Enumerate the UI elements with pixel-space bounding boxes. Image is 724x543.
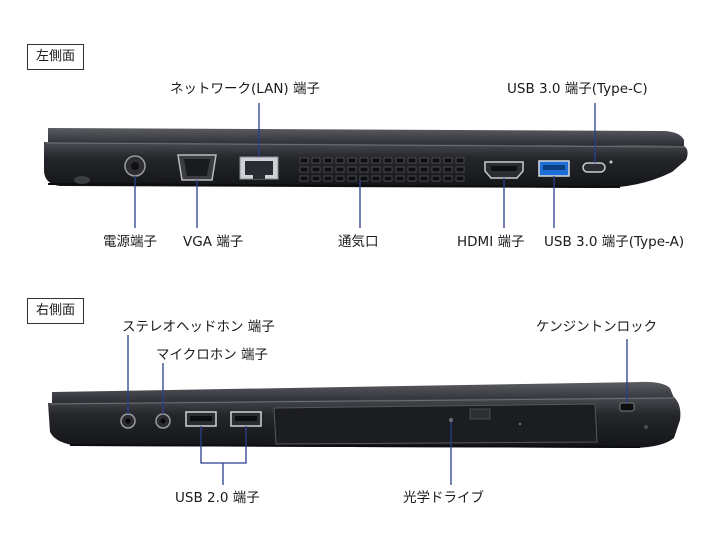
left-side-section-label: 左側面 (27, 44, 85, 70)
right-side-laptop (48, 381, 681, 448)
power-port (124, 155, 146, 177)
callout-headphone-jack: ステレオヘッドホン 端子 (122, 319, 275, 335)
usb20-port-1 (185, 411, 217, 427)
callout-vent: 通気口 (338, 234, 379, 250)
optical-drive (273, 403, 598, 445)
right-side-section-label: 右側面 (27, 298, 85, 324)
callout-kensington-lock: ケンジントンロック (536, 319, 658, 335)
vent-grille (299, 157, 465, 182)
callout-lan-port: ネットワーク(LAN) 端子 (170, 81, 320, 97)
callout-optical-drive: 光学ドライブ (403, 490, 484, 506)
lan-port (239, 156, 279, 180)
mic-jack (155, 413, 171, 429)
callout-vga-port: VGA 端子 (183, 234, 244, 250)
right-leader-lines (127, 335, 628, 485)
headphone-jack (120, 413, 136, 429)
hdmi-port (484, 161, 524, 179)
callout-mic-jack: マイクロホン 端子 (156, 347, 269, 363)
callout-usb30-typec: USB 3.0 端子(Type-C) (507, 81, 648, 97)
vga-port (177, 154, 217, 181)
usb30-typec-port (582, 160, 613, 173)
callout-power-port: 電源端子 (103, 234, 157, 250)
left-side-laptop (44, 128, 688, 188)
callout-usb30-typea: USB 3.0 端子(Type-A) (544, 234, 685, 250)
callout-hdmi-port: HDMI 端子 (457, 234, 525, 250)
usb20-port-2 (230, 411, 262, 427)
left-leader-lines (134, 103, 596, 228)
usb30-typea-port (538, 160, 570, 177)
callout-usb20-ports: USB 2.0 端子 (175, 490, 260, 506)
